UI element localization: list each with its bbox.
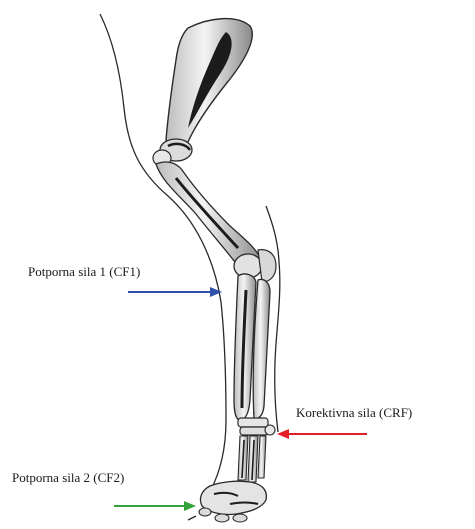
- arrow-crf: [277, 429, 367, 439]
- label-corrective-force: Korektivna sila (CRF): [296, 406, 412, 419]
- humerus: [156, 162, 262, 269]
- carpus: [238, 418, 275, 435]
- metacarpals: [238, 436, 266, 482]
- phalanges: [188, 481, 266, 522]
- arrow-cf2: [114, 501, 196, 511]
- label-support-force-2: Potporna sila 2 (CF2): [12, 471, 124, 484]
- label-support-force-1: Potporna sila 1 (CF1): [28, 265, 140, 278]
- arrow-cf1: [128, 287, 222, 297]
- scapula: [166, 19, 252, 149]
- forearm-bones: [234, 274, 270, 420]
- shoulder-joint: [153, 139, 192, 166]
